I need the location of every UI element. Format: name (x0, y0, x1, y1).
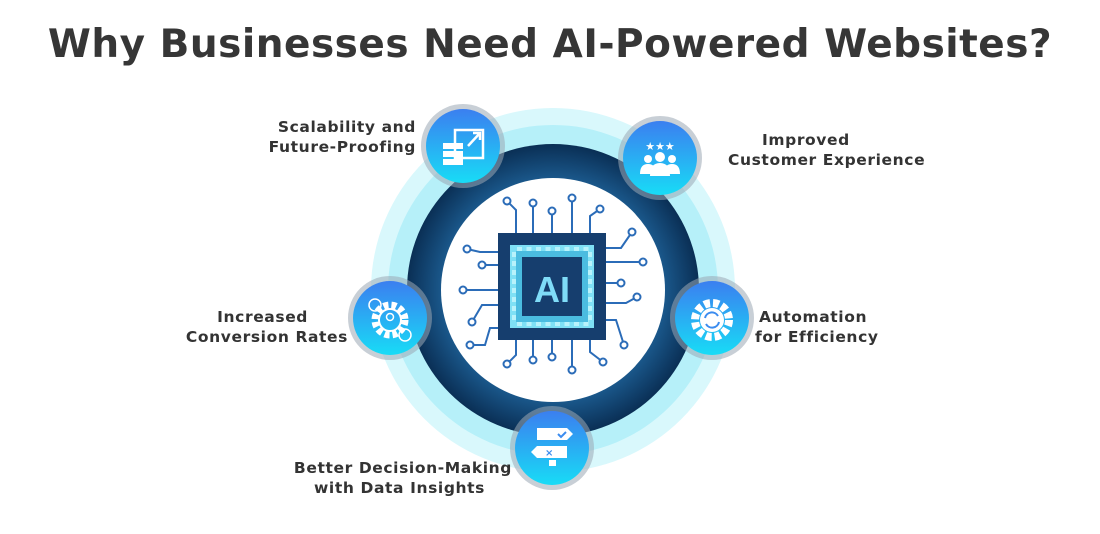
chip-pin (564, 247, 570, 254)
page-title: Why Businesses Need AI-Powered Websites? (47, 22, 1053, 67)
chip-icon (498, 233, 606, 340)
circuit-node (632, 292, 642, 302)
circuit-node (638, 257, 648, 267)
chip-pin (512, 315, 519, 320)
label-line: for Efficiency (755, 328, 879, 346)
circuit-node (502, 359, 512, 369)
chip-pin (555, 247, 560, 254)
benefit-conversion: Increased Conversion Rates (186, 307, 348, 347)
circuit-trace (606, 319, 625, 346)
benefit-customer: Improved Customer Experience (728, 130, 925, 170)
label-line: with Data Insights (314, 479, 485, 497)
chip-pin (517, 319, 522, 326)
benefit-automation: Automation for Efficiency (755, 307, 879, 347)
benefit-decision: Better Decision-Making with Data Insight… (294, 458, 512, 498)
chip-pin (526, 319, 532, 326)
icon-decision: × (510, 406, 594, 490)
circuit-node (528, 355, 538, 365)
chip-pin (512, 270, 519, 275)
circuit-node (477, 260, 487, 270)
circuit-trace (470, 327, 498, 346)
chip-pin (583, 319, 589, 326)
label-line: Future-Proofing (268, 138, 416, 156)
circuit-trace (471, 304, 498, 323)
circuit-node (462, 244, 472, 254)
chip-pin (585, 306, 592, 311)
chip-pin (512, 297, 519, 302)
circuit-traces (458, 193, 648, 375)
label-line: Improved (762, 131, 850, 149)
label-line: Increased (217, 308, 308, 326)
benefit-scalability: Scalability and Future-Proofing (269, 117, 416, 157)
circuit-node (502, 196, 512, 206)
chip-pin (526, 247, 532, 254)
icon-scalability (421, 104, 505, 188)
label-line: Scalability and (277, 118, 416, 136)
circuit-node (467, 317, 477, 327)
svg-text:×: × (545, 448, 553, 459)
label-line: Customer Experience (728, 151, 926, 169)
ai-chip-label: AI (534, 269, 570, 310)
circuit-trace (606, 231, 633, 249)
chip-pin (512, 306, 519, 311)
circuit-node (595, 204, 605, 214)
chip-pin (583, 247, 589, 254)
circuit-node (627, 227, 637, 237)
circuit-node (458, 285, 468, 295)
chip-pin (585, 252, 592, 257)
circuit-node (567, 193, 577, 203)
icon-customer: ★★★ (618, 116, 702, 200)
chip-pin (585, 288, 592, 293)
chip-pin (574, 319, 579, 326)
chip-pin (512, 252, 519, 257)
circuit-node (547, 352, 557, 362)
chip-pin (512, 288, 519, 293)
chip-pin (536, 319, 541, 326)
chip-pin (512, 261, 519, 266)
chip-pin (517, 247, 522, 254)
chip-pin (512, 279, 519, 284)
circuit-node (598, 357, 608, 367)
chip-pin (585, 270, 592, 275)
svg-text:★★★: ★★★ (645, 140, 675, 153)
circuit-node (616, 278, 626, 288)
label-line: Better Decision-Making (293, 459, 512, 477)
chip-pin (585, 261, 592, 266)
icon-conversion (348, 276, 432, 360)
circuit-node (465, 340, 475, 350)
circuit-trace (589, 340, 604, 363)
chip-pin (545, 319, 551, 326)
chip-pin (574, 247, 579, 254)
chip-pin (545, 247, 551, 254)
chip-pin (585, 297, 592, 302)
icon-automation (670, 276, 754, 360)
chip-pin (555, 319, 560, 326)
chip-pin (536, 247, 541, 254)
circuit-node (547, 206, 557, 216)
chip-pin (585, 315, 592, 320)
chip-pin (585, 279, 592, 284)
label-line: Conversion Rates (185, 328, 348, 346)
circuit-node (567, 365, 577, 375)
circuit-node (528, 198, 538, 208)
label-line: Automation (759, 308, 868, 326)
chip-pin (564, 319, 570, 326)
circuit-node (619, 340, 629, 350)
